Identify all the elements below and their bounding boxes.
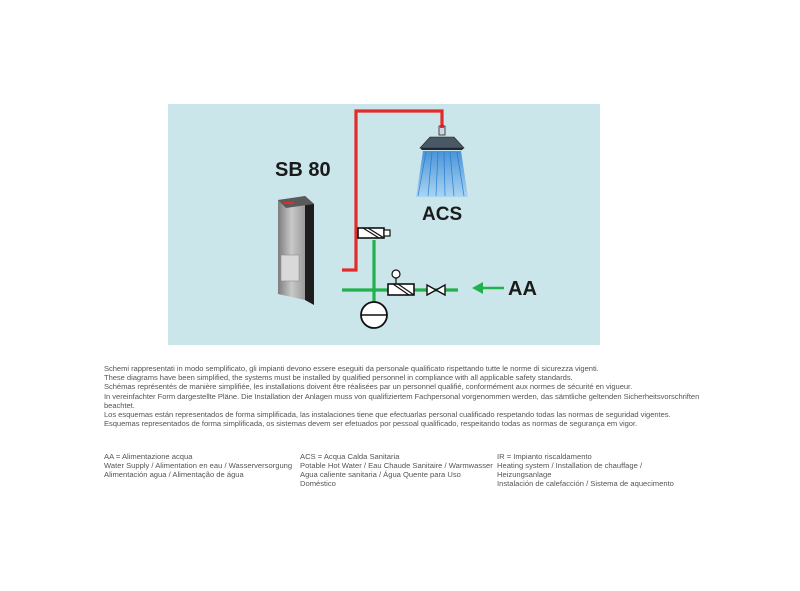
heater-door — [280, 254, 300, 282]
mixing-valve — [357, 227, 391, 239]
disclaimer-line-en: These diagrams have been simplified, the… — [104, 373, 573, 383]
legend-ir-line: Heizungsanlage — [497, 470, 552, 479]
legend-ir-line: IR = Impianto riscaldamento — [497, 452, 592, 461]
heater-brand-mark — [284, 202, 294, 204]
hot-water-pipe — [342, 109, 444, 272]
legend-ir: IR = Impianto riscaldamento Heating syst… — [497, 452, 687, 488]
legend-acs-line: Agua caliente sanitaria / Água Quente pa… — [300, 470, 461, 479]
water-supply-arrow — [472, 282, 504, 294]
heater-front-panel — [278, 196, 305, 300]
disclaimer-text: Schemi rappresentati in modo semplificat… — [104, 364, 704, 428]
pressure-gauge-icon — [391, 269, 401, 279]
disclaimer-line-de: In vereinfachter Form dargestellte Pläne… — [104, 391, 700, 401]
legend-acs: ACS = Acqua Calda Sanitaria Potable Hot … — [300, 452, 493, 488]
disclaimer-line-it: Schemi rappresentati in modo semplificat… — [104, 364, 599, 373]
heater-top-panel — [278, 196, 314, 208]
heater-side-panel — [305, 196, 314, 305]
shower-head-icon — [416, 125, 468, 197]
legend-acs-line: Potable Hot Water / Eau Chaude Sanitaire… — [300, 461, 493, 470]
shutoff-valve-icon — [426, 283, 446, 297]
legend-aa: AA = Alimentazione acqua Water Supply / … — [104, 452, 294, 479]
legend-ir-line: Heating system / Installation de chauffa… — [497, 461, 643, 470]
diagram-panel: SB 80 — [168, 104, 600, 345]
acs-label: ACS — [422, 204, 462, 225]
legend-aa-line: Water Supply / Alimentation en eau / Was… — [104, 461, 293, 470]
disclaimer-line-pt: Esquemas representados de forma simplifi… — [104, 419, 638, 429]
expansion-vessel-icon — [360, 301, 388, 329]
legend-aa-line: Alimentación agua / Alimentação de água — [104, 470, 244, 479]
disclaimer-line-es: Los esquemas están representados de form… — [104, 410, 671, 420]
legend-acs-line: Doméstico — [300, 479, 336, 488]
hydraulic-diagram: SB 80 — [275, 109, 537, 329]
pressure-reducer — [387, 269, 415, 296]
legend-acs-line: ACS = Acqua Calda Sanitaria — [300, 452, 400, 461]
disclaimer-line-fr: Schémas représentés de manière simplifié… — [104, 382, 633, 392]
product-label: SB 80 — [275, 159, 331, 181]
legend-aa-line: AA = Alimentazione acqua — [104, 452, 193, 461]
disclaimer-line-de-cont: beachtet. — [104, 400, 135, 410]
heater-unit — [278, 196, 314, 305]
aa-label: AA — [508, 278, 537, 300]
legend-ir-line: Instalación de calefacción / Sistema de … — [497, 479, 674, 488]
